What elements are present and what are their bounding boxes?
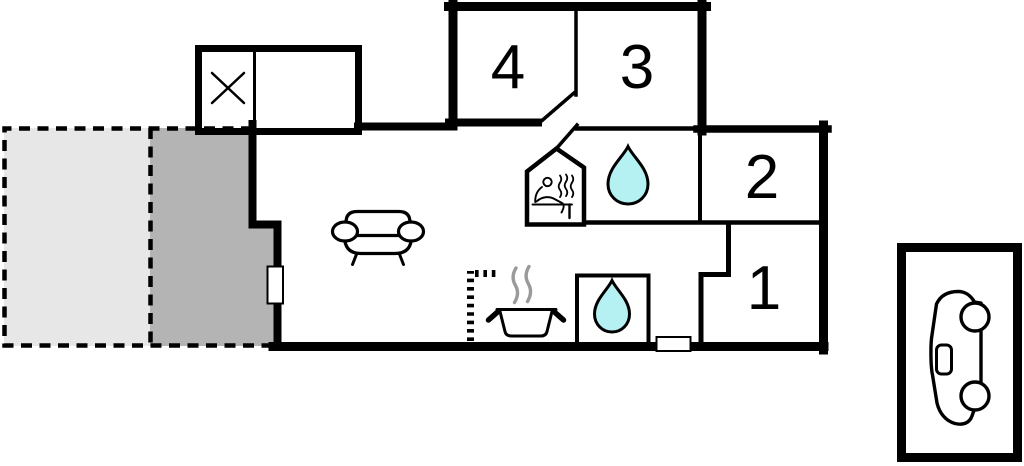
sofa-armrest-right	[396, 220, 426, 243]
sofa-base	[342, 234, 414, 256]
bedroom-4-door-swing	[535, 90, 577, 127]
sauna-heat-wave-2	[563, 173, 569, 197]
water-drop-icon-lower	[592, 277, 632, 334]
car-icon	[929, 289, 991, 426]
sauna-person-leg	[535, 196, 565, 214]
sofa-icon	[330, 209, 426, 266]
steam-wave-1	[511, 266, 520, 305]
kitchen	[467, 264, 567, 341]
sofa-back	[344, 209, 412, 243]
x-mark-icon	[210, 71, 246, 105]
room-1-label: 1	[747, 254, 781, 323]
room-2-label: 2	[745, 143, 779, 212]
room-4-label: 4	[491, 33, 525, 102]
terrace-dashed-border	[2, 126, 272, 348]
terrace-area	[2, 126, 278, 348]
sofa-leg-left	[351, 251, 359, 266]
water-drop-icon-upper	[606, 143, 650, 206]
steaming-pot-icon	[485, 264, 567, 338]
pot-body	[498, 308, 554, 338]
lower-bathroom-walls	[575, 273, 651, 345]
door-bottom-wall	[655, 336, 692, 352]
sauna-person-head	[542, 176, 553, 188]
sauna-heat-wave-1	[557, 174, 563, 198]
room-3-label: 3	[620, 33, 654, 102]
sauna	[524, 145, 587, 227]
pot-handle-left	[485, 309, 500, 323]
patio-light-area	[4, 128, 150, 346]
sauna-door-swing	[553, 122, 580, 152]
terrace-dark-area	[150, 128, 278, 346]
room-1-step-wall	[698, 221, 731, 345]
car-wheel-rear	[959, 380, 991, 412]
door-left-wall	[266, 265, 284, 305]
sauna-heat-wave-3	[569, 174, 575, 198]
sauna-person-icon	[531, 173, 575, 220]
carport	[897, 243, 1022, 462]
sauna-person-back	[534, 186, 543, 203]
car-window	[935, 343, 953, 376]
pot-handle-right	[552, 309, 567, 323]
sofa-armrest-left	[330, 220, 360, 243]
steam-wave-2	[524, 264, 533, 304]
kitchen-dashed-counter	[467, 270, 499, 341]
utility-room-outline	[195, 45, 362, 135]
car-wheel-front	[959, 301, 991, 333]
sofa-leg-right	[397, 251, 405, 266]
